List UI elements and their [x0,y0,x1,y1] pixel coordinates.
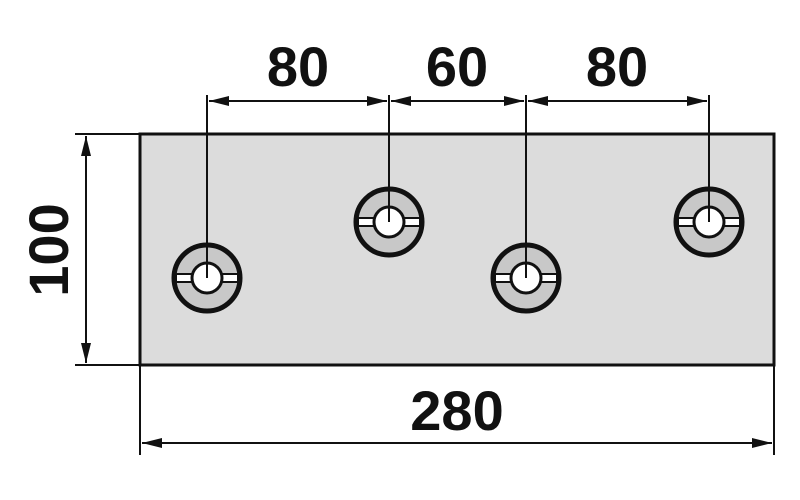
spacing-dimension-label-1: 80 [267,35,329,98]
spacing-dimension-label-2: 60 [426,35,488,98]
width-dimension-label: 280 [410,379,503,442]
height-dimension-label: 100 [17,203,80,296]
plate [138,132,776,367]
spacing-dimension-label-3: 80 [586,35,648,98]
